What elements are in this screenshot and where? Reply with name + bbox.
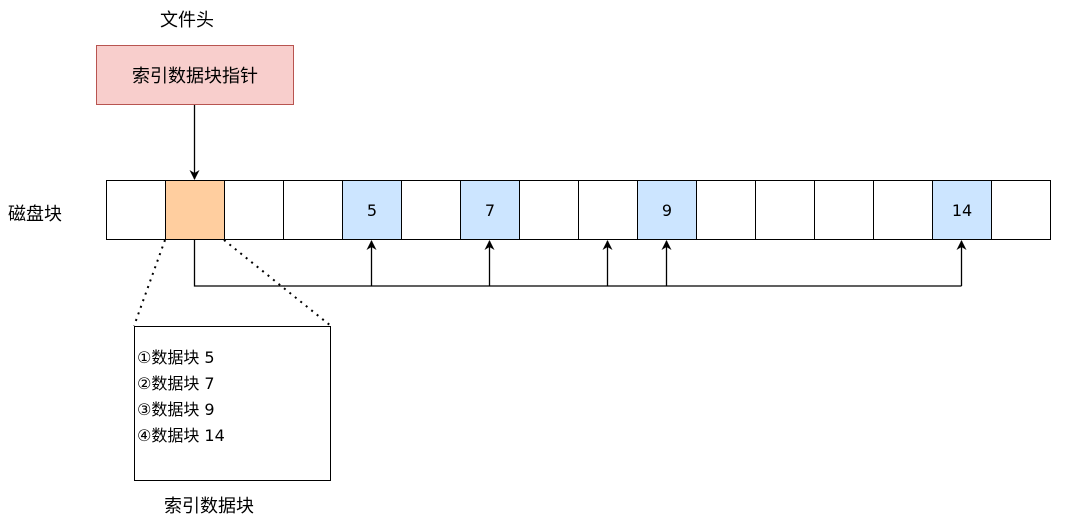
index-data-block-label: 索引数据块 (164, 496, 254, 517)
disk-block-data: 7 (460, 180, 520, 240)
disk-blocks-label: 磁盘块 (8, 204, 62, 225)
index-bus-line (193, 240, 962, 287)
index-block-pointer-text: 索引数据块指针 (132, 66, 258, 87)
index-block-pointer: 索引数据块指针 (96, 45, 294, 105)
index-entry: ②数据块 7 (137, 371, 330, 397)
index-entry-text: 数据块 9 (151, 400, 215, 419)
index-entry: ③数据块 9 (137, 397, 330, 423)
index-entry: ①数据块 5 (137, 345, 330, 371)
zoom-line-right (223, 239, 332, 327)
index-entry-marker: ④ (137, 426, 152, 445)
index-entry-marker: ① (137, 348, 152, 367)
disk-block-data: 9 (637, 180, 697, 240)
index-entry-text: 数据块 7 (151, 374, 215, 393)
disk-block-index (165, 180, 225, 240)
zoom-line-left (133, 239, 166, 327)
file-header-label: 文件头 (160, 10, 214, 31)
disk-block (991, 180, 1051, 240)
index-entry-text: 数据块 14 (151, 426, 225, 445)
index-entry-marker: ② (137, 374, 152, 393)
index-entry: ④数据块 14 (137, 423, 330, 449)
index-entry-text: 数据块 5 (151, 348, 215, 367)
index-entry-marker: ③ (137, 400, 152, 419)
disk-block-data: 5 (342, 180, 402, 240)
disk-block-data: 14 (932, 180, 992, 240)
